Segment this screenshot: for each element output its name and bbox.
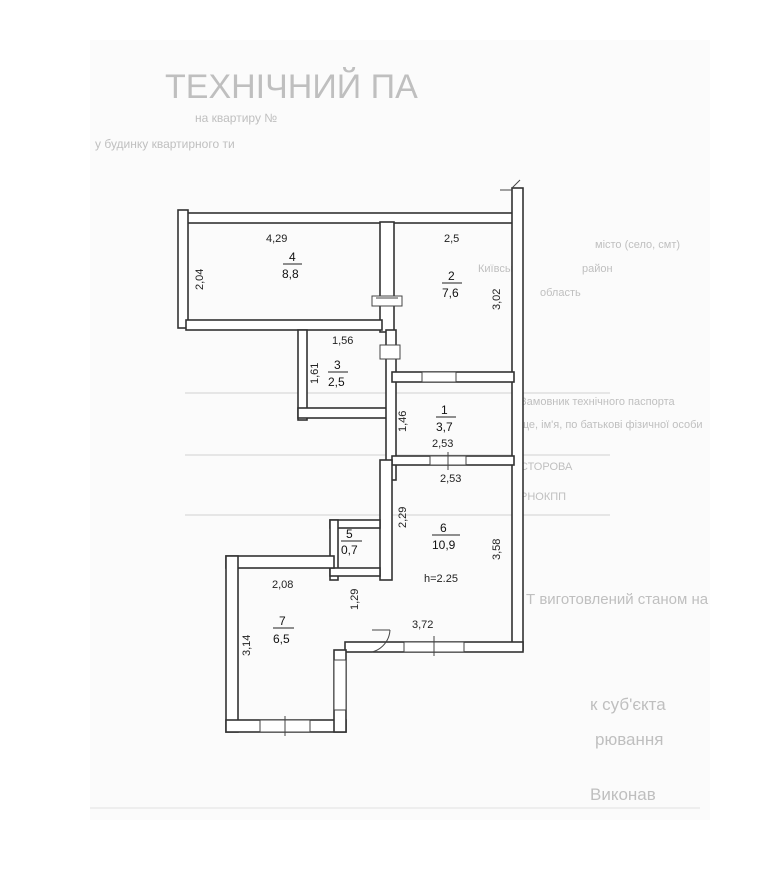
wall-left-4 bbox=[177, 209, 189, 329]
door-4-2 bbox=[371, 295, 403, 307]
room-2-area: 7,6 bbox=[442, 286, 459, 300]
ceiling-height: h=2.25 bbox=[424, 573, 458, 585]
wall-bottom-4 bbox=[185, 319, 383, 331]
dim-room6-top: 2,53 bbox=[440, 473, 461, 485]
wall-left-7 bbox=[225, 555, 239, 733]
dim-room6-left: 2,29 bbox=[397, 507, 409, 528]
dim-room4-width: 4,29 bbox=[266, 233, 287, 245]
form-row-2: РНОКПП bbox=[520, 491, 566, 503]
dim-room1-height: 1,46 bbox=[397, 411, 409, 432]
form-row-1: СТОРОВА bbox=[520, 461, 573, 473]
form-footer-3: Виконав bbox=[590, 785, 656, 804]
room-labels: 4 8,8 2 7,6 3 2,5 1 3,7 5 0,7 6 10,9 7 6… bbox=[273, 250, 462, 646]
dim-room1-width: 2,53 bbox=[432, 438, 453, 450]
dim-room7-height: 3,14 bbox=[241, 635, 253, 656]
room-2-number: 2 bbox=[448, 269, 455, 283]
form-title: ТЕХНІЧНИЙ ПА bbox=[165, 68, 418, 106]
form-footer-2: рювання bbox=[595, 730, 663, 749]
form-field-1: місто (село, смт) bbox=[595, 239, 680, 251]
room-1-area: 3,7 bbox=[436, 420, 453, 434]
room-4-area: 8,8 bbox=[282, 267, 299, 281]
form-footer-1: к суб'єкта bbox=[590, 695, 666, 714]
room-4-number: 4 bbox=[289, 250, 296, 264]
form-field-2: район bbox=[582, 263, 613, 275]
dim-room2-height: 3,02 bbox=[491, 289, 503, 310]
room-3-number: 3 bbox=[334, 358, 341, 372]
room-7-number: 7 bbox=[279, 614, 286, 628]
dim-room3-width: 1,56 bbox=[332, 335, 353, 347]
room-6-number: 6 bbox=[440, 521, 447, 535]
room-5-number: 5 bbox=[346, 527, 353, 541]
room-5-area: 0,7 bbox=[341, 543, 358, 557]
dim-room4-height: 2,04 bbox=[194, 269, 206, 290]
wall-bottom-5 bbox=[329, 567, 381, 577]
window-7-right bbox=[333, 659, 347, 711]
wall-left-6 bbox=[379, 459, 393, 581]
form-caption: Т виготовлений станом на bbox=[526, 591, 709, 608]
room-7-area: 6,5 bbox=[273, 632, 290, 646]
wall-left-3 bbox=[297, 329, 308, 421]
wall-left-5 bbox=[329, 519, 339, 581]
wall-bottom-3 bbox=[297, 407, 391, 419]
dim-room6-bottom: 3,72 bbox=[412, 619, 433, 631]
wall-top bbox=[185, 212, 523, 224]
room-3-area: 2,5 bbox=[328, 375, 345, 389]
dim-room6-right: 3,58 bbox=[491, 539, 503, 560]
room-6-area: 10,9 bbox=[432, 538, 456, 552]
openings bbox=[259, 179, 521, 736]
dim-room3-height: 1,61 bbox=[309, 363, 321, 384]
entry-door-arc bbox=[371, 629, 391, 653]
room-1-number: 1 bbox=[441, 403, 448, 417]
form-line-1: на квартиру № bbox=[195, 111, 277, 125]
wall-right bbox=[511, 187, 524, 651]
form-field-3: область bbox=[540, 287, 581, 299]
dimensions: 4,29 2,04 2,5 3,02 1,56 1,61 1,46 2,53 2… bbox=[194, 233, 503, 656]
window-2-1 bbox=[421, 371, 457, 383]
background-form: ТЕХНІЧНИЙ ПА на квартиру № у будинку ква… bbox=[90, 40, 710, 820]
dim-room7-width: 2,08 bbox=[272, 579, 293, 591]
wall-stub bbox=[511, 179, 521, 189]
door-3 bbox=[379, 344, 401, 360]
wall-4-2 bbox=[379, 221, 395, 333]
wall-top-7 bbox=[225, 555, 335, 569]
form-line-2: у будинку квартирного ти bbox=[95, 137, 235, 151]
form-note-2: ще, ім'я, по батькові фізичної особи bbox=[520, 419, 703, 431]
dim-room2-width: 2,5 bbox=[444, 233, 459, 245]
form-page bbox=[90, 40, 710, 820]
dim-corridor-height: 1,29 bbox=[349, 589, 361, 610]
form-note-1: Замовник технічного паспорта bbox=[520, 396, 675, 408]
